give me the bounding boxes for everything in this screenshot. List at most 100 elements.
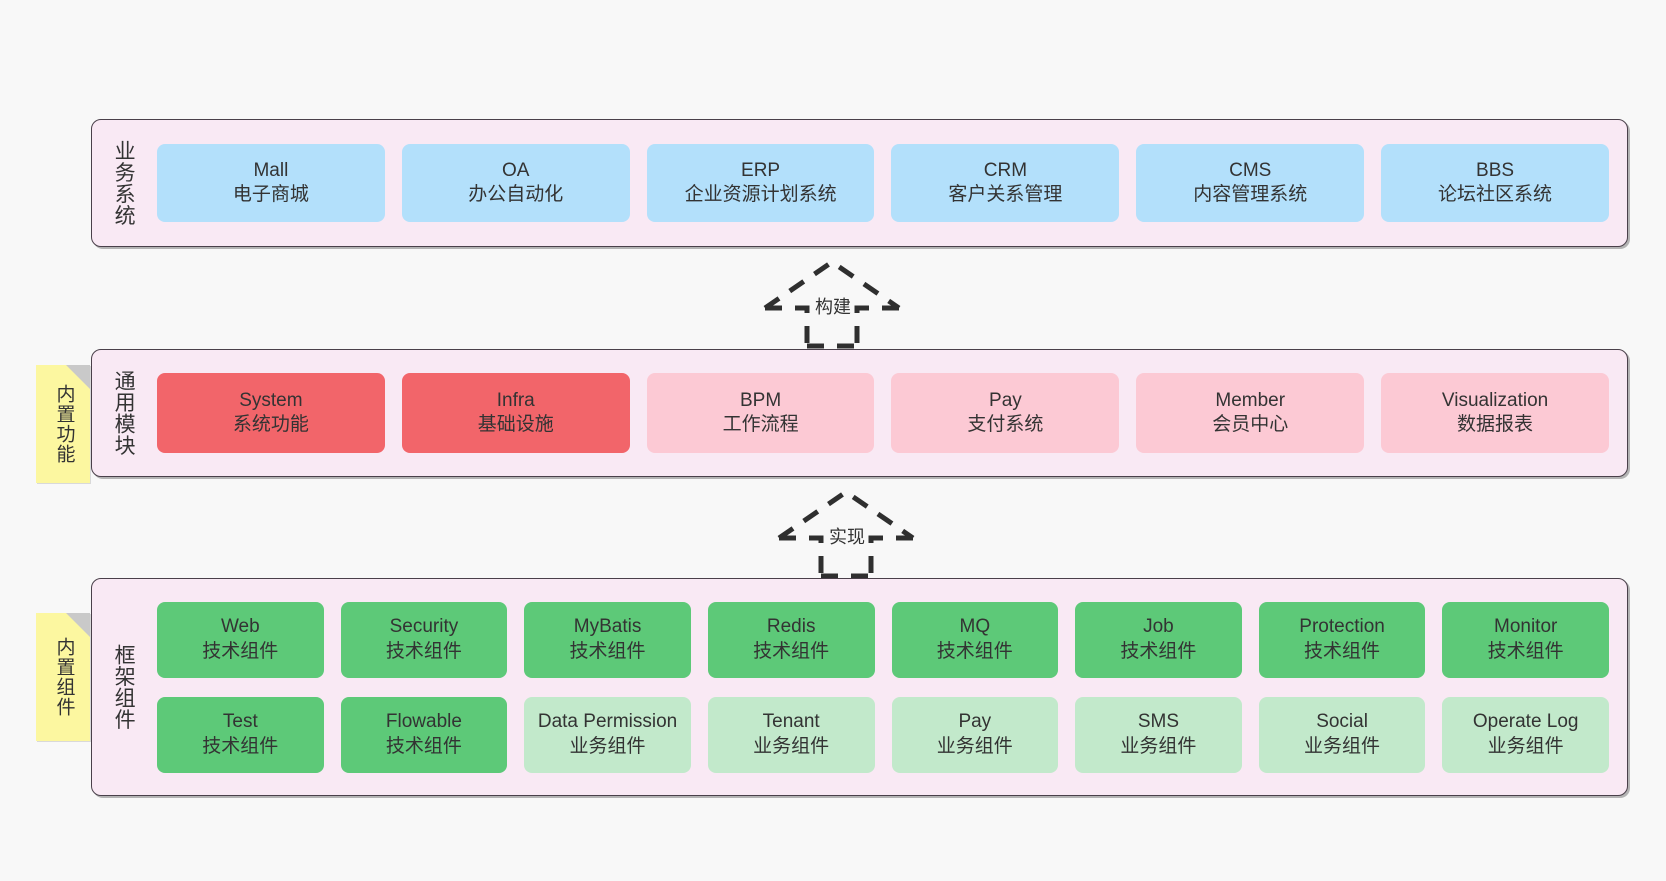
card-monitor[interactable]: Monitor 技术组件 [1442,601,1609,678]
card-flowable[interactable]: Flowable 技术组件 [340,696,508,773]
card-subtitle: 论坛社区系统 [1438,184,1553,205]
card-subtitle: 业务组件 [753,735,830,757]
card-operate-log[interactable]: Operate Log 业务组件 [1442,696,1609,773]
card-mq[interactable]: MQ 技术组件 [891,601,1059,678]
card-social[interactable]: Social 业务组件 [1258,696,1426,773]
card-title: Visualization [1441,389,1549,411]
card-pay-module[interactable]: Pay 支付系统 [891,373,1120,453]
card-test[interactable]: Test 技术组件 [157,696,324,773]
connector-implement-arrow: 实现 [771,486,921,579]
card-title: Protection [1299,616,1385,638]
card-title: SMS [1137,711,1180,733]
card-web[interactable]: Web 技术组件 [157,601,324,678]
card-title: Social [1316,711,1368,733]
card-subtitle: 技术组件 [1304,640,1381,662]
card-system[interactable]: System 系统功能 [157,373,385,453]
card-subtitle: 技术组件 [385,735,462,757]
card-subtitle: 技术组件 [1120,640,1197,662]
card-title: Operate Log [1472,711,1579,733]
card-title: MyBatis [573,616,642,638]
card-title: System [239,389,303,411]
card-oa[interactable]: OA 办公自动化 [401,144,630,222]
card-row: Web 技术组件 Security 技术组件 MyBatis 技术组件 Redi… [157,601,1609,678]
connector-build-label: 构建 [815,297,851,317]
card-bbs[interactable]: BBS 论坛社区系统 [1381,144,1609,222]
card-pay-component[interactable]: Pay 业务组件 [891,696,1059,773]
card-title: BPM [739,389,782,411]
card-security[interactable]: Security 技术组件 [340,601,508,678]
card-subtitle: 基础设施 [477,414,554,435]
card-subtitle: 技术组件 [569,640,646,662]
card-sms[interactable]: SMS 业务组件 [1075,696,1242,773]
card-member[interactable]: Member 会员中心 [1136,373,1365,453]
card-subtitle: 办公自动化 [468,184,564,205]
folded-corner-icon [66,365,90,389]
card-subtitle: 业务组件 [1304,735,1381,757]
card-title: Monitor [1494,616,1558,638]
card-grid-modules: System 系统功能 Infra 基础设施 BPM 工作流程 Pay 支付系统… [143,350,1627,476]
connector-build-arrow: 构建 [757,256,907,349]
card-subtitle: 工作流程 [722,414,799,435]
card-title: Member [1215,389,1286,411]
card-subtitle: 业务组件 [1487,735,1564,757]
card-job[interactable]: Job 技术组件 [1075,601,1242,678]
card-title: CMS [1229,159,1272,181]
card-subtitle: 内容管理系统 [1193,184,1308,205]
card-title: Security [389,616,459,638]
layer-framework-components: 框架组件 Web 技术组件 Security 技术组件 MyBatis 技术组件… [91,578,1628,796]
connector-implement-label: 实现 [829,527,865,547]
card-mall[interactable]: Mall 电子商城 [157,144,385,222]
layer-title-modules: 通用模块 [112,370,136,456]
card-title: Flowable [385,711,462,733]
card-title: OA [502,159,530,181]
card-title: Test [222,711,258,733]
card-subtitle: 技术组件 [202,735,279,757]
card-subtitle: 系统功能 [232,414,309,435]
sticky-note-label: 内置功能 [53,384,75,464]
card-bpm[interactable]: BPM 工作流程 [646,373,875,453]
sticky-note-builtin-features: 内置功能 [36,365,90,483]
card-subtitle: 技术组件 [385,640,462,662]
card-grid-framework: Web 技术组件 Security 技术组件 MyBatis 技术组件 Redi… [143,579,1627,795]
card-subtitle: 技术组件 [202,640,279,662]
card-subtitle: 支付系统 [967,414,1044,435]
card-subtitle: 业务组件 [569,735,646,757]
card-row: Test 技术组件 Flowable 技术组件 Data Permission … [157,696,1609,773]
card-subtitle: 电子商城 [232,184,309,205]
card-subtitle: 业务组件 [936,735,1013,757]
card-title: Web [220,616,260,638]
card-subtitle: 技术组件 [1487,640,1564,662]
layer-business-systems: 业务系统 Mall 电子商城 OA 办公自动化 ERP 企业资源计划系统 CRM… [91,119,1628,247]
card-erp[interactable]: ERP 企业资源计划系统 [646,144,875,222]
layer-common-modules: 通用模块 System 系统功能 Infra 基础设施 BPM 工作流程 Pay… [91,349,1628,477]
card-subtitle: 业务组件 [1120,735,1197,757]
card-title: Pay [989,389,1022,411]
card-crm[interactable]: CRM 客户关系管理 [891,144,1120,222]
card-tenant[interactable]: Tenant 业务组件 [707,696,875,773]
card-title: Data Permission [537,711,678,733]
sticky-note-builtin-components: 内置组件 [36,613,90,741]
folded-corner-icon [66,613,90,637]
card-visualization[interactable]: Visualization 数据报表 [1381,373,1609,453]
card-title: CRM [983,159,1028,181]
card-protection[interactable]: Protection 技术组件 [1258,601,1426,678]
sticky-note-label: 内置组件 [53,637,75,717]
card-row: System 系统功能 Infra 基础设施 BPM 工作流程 Pay 支付系统… [157,373,1609,453]
card-infra[interactable]: Infra 基础设施 [401,373,630,453]
card-title: BBS [1476,159,1515,181]
card-mybatis[interactable]: MyBatis 技术组件 [524,601,691,678]
card-subtitle: 会员中心 [1212,414,1289,435]
card-cms[interactable]: CMS 内容管理系统 [1136,144,1365,222]
card-title: Pay [958,711,992,733]
card-subtitle: 数据报表 [1457,414,1534,435]
card-subtitle: 客户关系管理 [948,184,1063,205]
card-title: Job [1143,616,1174,638]
card-title: MQ [959,616,991,638]
card-title: Infra [496,389,535,411]
card-row: Mall 电子商城 OA 办公自动化 ERP 企业资源计划系统 CRM 客户关系… [157,144,1609,222]
card-title: ERP [741,159,781,181]
card-redis[interactable]: Redis 技术组件 [707,601,875,678]
card-data-permission[interactable]: Data Permission 业务组件 [524,696,691,773]
card-subtitle: 技术组件 [936,640,1013,662]
